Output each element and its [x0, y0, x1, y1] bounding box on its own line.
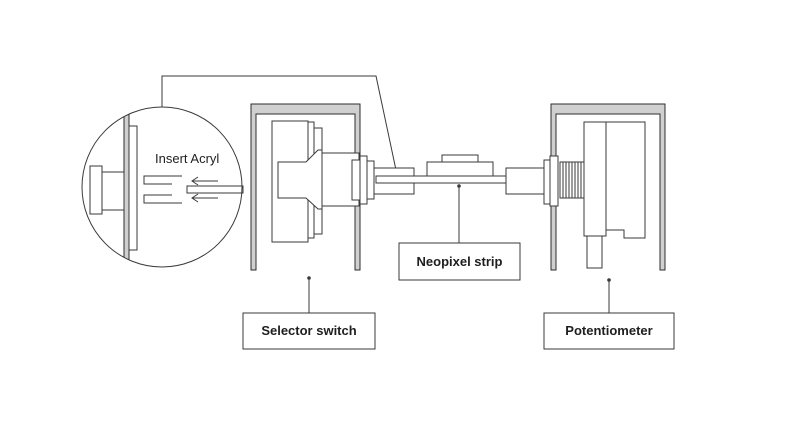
neopixel-strip-callout: Neopixel strip — [398, 184, 521, 281]
acrylic-sheet — [186, 185, 244, 194]
detail-magnifier: Insert Acryl — [81, 106, 244, 268]
neopixel-module — [426, 161, 494, 177]
potentiometer-assembly — [559, 121, 646, 269]
insert-acryl-label: Insert Acryl — [155, 151, 219, 166]
detail-circle-outline — [81, 106, 243, 268]
selector-switch-callout: Selector switch — [242, 276, 376, 350]
potentiometer-body — [605, 121, 646, 239]
right-housing — [550, 103, 666, 271]
potentiometer-callout: Potentiometer — [543, 278, 675, 350]
selector-switch-assembly — [271, 120, 361, 243]
right-connector — [505, 155, 559, 207]
neopixel-strip-assembly — [375, 154, 543, 184]
selector-switch-label: Selector switch — [261, 323, 356, 338]
potentiometer-terminal — [586, 235, 603, 269]
potentiometer-label: Potentiometer — [565, 323, 652, 338]
neopixel-module-top — [441, 154, 479, 163]
potentiometer-front-plate — [583, 121, 607, 237]
insert-arrows — [191, 176, 218, 203]
neopixel-strip-label: Neopixel strip — [417, 254, 503, 269]
detail-leader-line — [161, 75, 397, 171]
